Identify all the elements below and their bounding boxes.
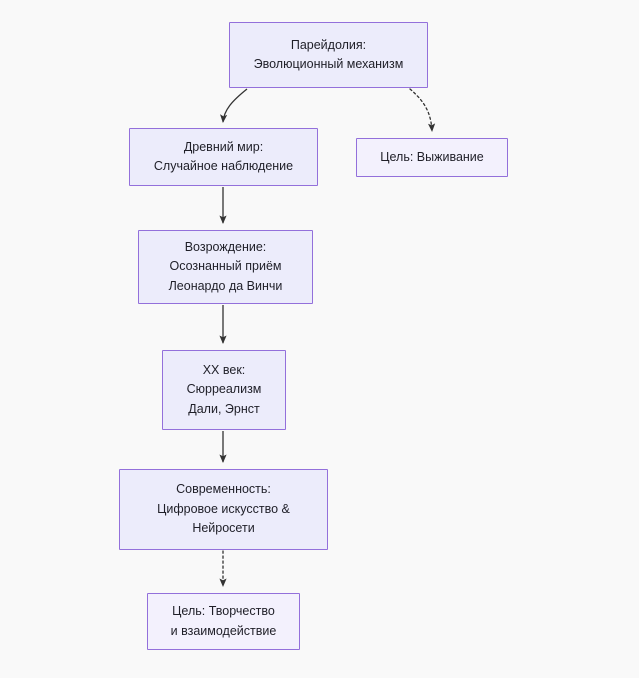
node-label: Парейдолия: Эволюционный механизм (253, 37, 404, 71)
node-goal-survival[interactable]: Цель: Выживание (356, 138, 508, 177)
node-ancient-world[interactable]: Древний мир: Случайное наблюдение (129, 128, 318, 186)
edge-pareidolia-to-ancient (220, 88, 248, 123)
node-renaissance[interactable]: Возрождение: Осознанный приём Леонардо д… (138, 230, 313, 304)
node-label: Цель: Творчество и взаимодействие (170, 604, 277, 638)
node-label: Возрождение: Осознанный приём Леонардо д… (168, 239, 283, 293)
node-label: Древний мир: Случайное наблюдение (153, 139, 294, 173)
node-label: XX век: Сюрреализм Дали, Эрнст (186, 362, 262, 416)
node-modernity[interactable]: Современность: Цифровое искусство & Нейр… (119, 469, 328, 550)
node-label: Современность: Цифровое искусство & Нейр… (157, 482, 290, 536)
node-pareidolia[interactable]: Парейдолия: Эволюционный механизм (229, 22, 428, 88)
node-goal-creativity[interactable]: Цель: Творчество и взаимодействие (147, 593, 300, 650)
node-label: Цель: Выживание (380, 149, 484, 164)
node-twentieth-century[interactable]: XX век: Сюрреализм Дали, Эрнст (162, 350, 286, 430)
edge-pareidolia-to-survival (409, 88, 436, 132)
